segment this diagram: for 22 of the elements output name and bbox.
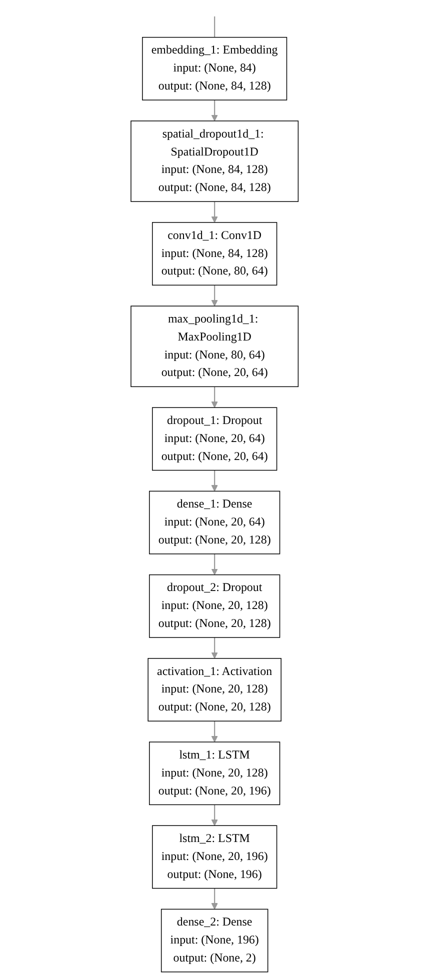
arrow <box>211 386 218 408</box>
arrow <box>211 638 218 659</box>
node-box: lstm_2: LSTM input: (None, 20, 196) output: (None, 196) <box>152 825 278 889</box>
node-box: dense_2: Dense input: (None, 196) output: (None, 2) <box>160 908 268 972</box>
connector <box>214 16 216 38</box>
node-box: max_pooling1d_1: MaxPooling1D input: (None, 80, 64) output: (None, 20, 64) <box>130 306 298 388</box>
node-box: activation_1: Activation input: (None, 20, 128) output: (None, 20, 128) <box>148 658 282 722</box>
node-box: dropout_1: Dropout input: (None, 20, 64) output: (None, 20, 64) <box>152 407 278 471</box>
arrow <box>211 285 218 306</box>
node-box: dense_1: Dense input: (None, 20, 64) output: (None, 20, 128) <box>148 490 280 554</box>
arrow <box>211 888 218 910</box>
arrow <box>211 470 218 492</box>
arrow <box>211 804 218 826</box>
node-box: spatial_dropout1d_1: SpatialDropout1D input: (None, 84, 128) output: (None, 84, 128) <box>130 120 298 202</box>
node-box: dropout_2: Dropout input: (None, 20, 128) output: (None, 20, 128) <box>148 574 280 638</box>
arrow <box>211 100 218 122</box>
node-box: embedding_1: Embedding input: (None, 84) output: (None, 84, 128) <box>142 36 288 100</box>
node-box: conv1d_1: Conv1D input: (None, 84, 128) output: (None, 80, 64) <box>152 222 278 286</box>
node-box: lstm_1: LSTM input: (None, 20, 128) output: (None, 20, 196) <box>148 742 280 806</box>
arrow <box>211 721 218 742</box>
arrow <box>211 554 218 576</box>
arrow <box>211 202 218 223</box>
